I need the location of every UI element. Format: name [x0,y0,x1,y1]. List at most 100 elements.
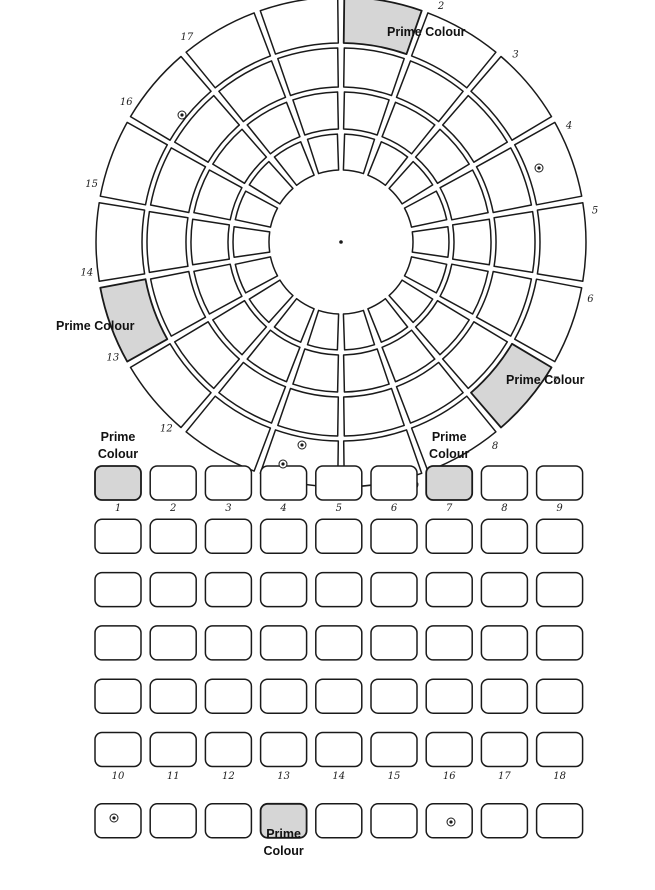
grid-cell[interactable] [370,803,418,839]
wheel-cell[interactable] [342,133,376,175]
grid-cell[interactable] [204,625,253,661]
wheel-cell[interactable] [193,169,243,221]
grid-cell[interactable] [480,803,529,839]
grid-cell[interactable] [149,803,197,839]
grid-cell[interactable] [94,625,142,661]
wheel-cell[interactable] [342,91,390,136]
wheel-cell[interactable] [129,343,212,429]
grid-cell[interactable] [149,731,197,768]
grid-cell[interactable] [94,678,142,714]
wheel-cell[interactable] [273,297,315,343]
grid-cell[interactable] [535,518,584,555]
grid-cell[interactable] [480,571,529,608]
grid-cell[interactable] [94,571,142,608]
grid-cell-prime[interactable] [259,802,308,839]
grid-cell[interactable] [480,518,529,555]
wheel-cell[interactable] [388,279,434,324]
grid-cell[interactable] [425,678,473,714]
grid-cell[interactable] [315,465,363,501]
grid-cell[interactable] [149,678,197,714]
grid-cell[interactable] [259,625,308,661]
grid-cell[interactable] [480,678,529,714]
wheel-cell-prime[interactable] [470,342,553,429]
wheel-cell[interactable] [277,47,340,97]
wheel-cell[interactable] [441,94,509,163]
wheel-cell[interactable] [342,348,390,393]
grid-cell[interactable] [535,803,584,839]
wheel-cell[interactable] [513,121,583,206]
grid-cell[interactable] [315,625,363,661]
wheel-cell[interactable] [342,47,405,97]
grid-cell[interactable] [370,678,418,714]
grid-cell[interactable] [315,571,363,608]
grid-cell[interactable] [425,625,473,661]
grid-cell[interactable] [480,625,529,661]
wheel-cell[interactable] [232,226,271,258]
grid-cell[interactable] [535,625,584,661]
wheel-cell[interactable] [149,270,207,337]
wheel-cell[interactable] [388,160,434,205]
wheel-cell[interactable] [513,278,583,363]
grid-cell[interactable] [94,803,142,839]
grid-cell[interactable] [94,518,142,555]
wheel-cell[interactable] [193,263,243,315]
wheel-cell[interactable] [149,147,207,214]
grid-cell[interactable] [259,731,308,768]
wheel-cell[interactable] [475,147,533,214]
wheel-cell[interactable] [218,361,287,424]
wheel-cell[interactable] [95,201,146,283]
wheel-cell[interactable] [411,226,450,258]
wheel-cell[interactable] [129,55,212,141]
wheel-cell[interactable] [306,133,340,175]
wheel-cell[interactable] [277,387,340,437]
grid-cell[interactable] [315,803,363,839]
wheel-cell[interactable] [381,101,436,155]
wheel-cell[interactable] [248,279,294,324]
grid-cell[interactable] [480,465,529,501]
wheel-cell[interactable] [451,218,492,266]
wheel-cell[interactable] [395,361,464,424]
grid-cell[interactable] [425,518,473,555]
grid-cell[interactable] [315,731,363,768]
grid-cell[interactable] [370,731,418,768]
wheel-cell[interactable] [273,141,315,187]
wheel-cell[interactable] [248,160,294,205]
grid-cell[interactable] [259,678,308,714]
wheel-cell[interactable] [342,387,405,437]
wheel-cell[interactable] [403,190,448,228]
grid-cell[interactable] [204,803,253,839]
grid-cell[interactable] [480,731,529,768]
wheel-cell[interactable] [414,299,470,356]
grid-cell[interactable] [149,625,197,661]
wheel-cell[interactable] [367,141,409,187]
wheel-cell[interactable] [342,309,376,351]
wheel-cell[interactable] [99,121,169,206]
wheel-cell[interactable] [292,91,340,136]
grid-cell[interactable] [149,518,197,555]
wheel-cell[interactable] [414,128,470,185]
wheel-cell[interactable] [439,169,489,221]
grid-cell[interactable] [535,571,584,608]
wheel-cell[interactable] [173,94,241,163]
wheel-cell[interactable] [185,12,272,89]
wheel-cell[interactable] [173,321,241,390]
grid-cell[interactable] [425,731,473,768]
grid-cell[interactable] [535,678,584,714]
grid-cell[interactable] [204,465,253,501]
wheel-cell[interactable] [395,60,464,123]
grid-cell[interactable] [204,731,253,768]
grid-cell[interactable] [149,571,197,608]
grid-cell[interactable] [425,571,473,608]
grid-cell[interactable] [259,518,308,555]
grid-cell[interactable] [535,731,584,768]
wheel-cell[interactable] [246,329,301,383]
grid-cell[interactable] [315,518,363,555]
grid-cell[interactable] [370,518,418,555]
wheel-cell[interactable] [381,329,436,383]
wheel-cell[interactable] [146,210,189,274]
wheel-cell[interactable] [190,218,231,266]
wheel-cell[interactable] [475,270,533,337]
wheel-cell[interactable] [470,55,553,141]
wheel-cell[interactable] [218,60,287,123]
grid-cell[interactable] [370,465,418,501]
